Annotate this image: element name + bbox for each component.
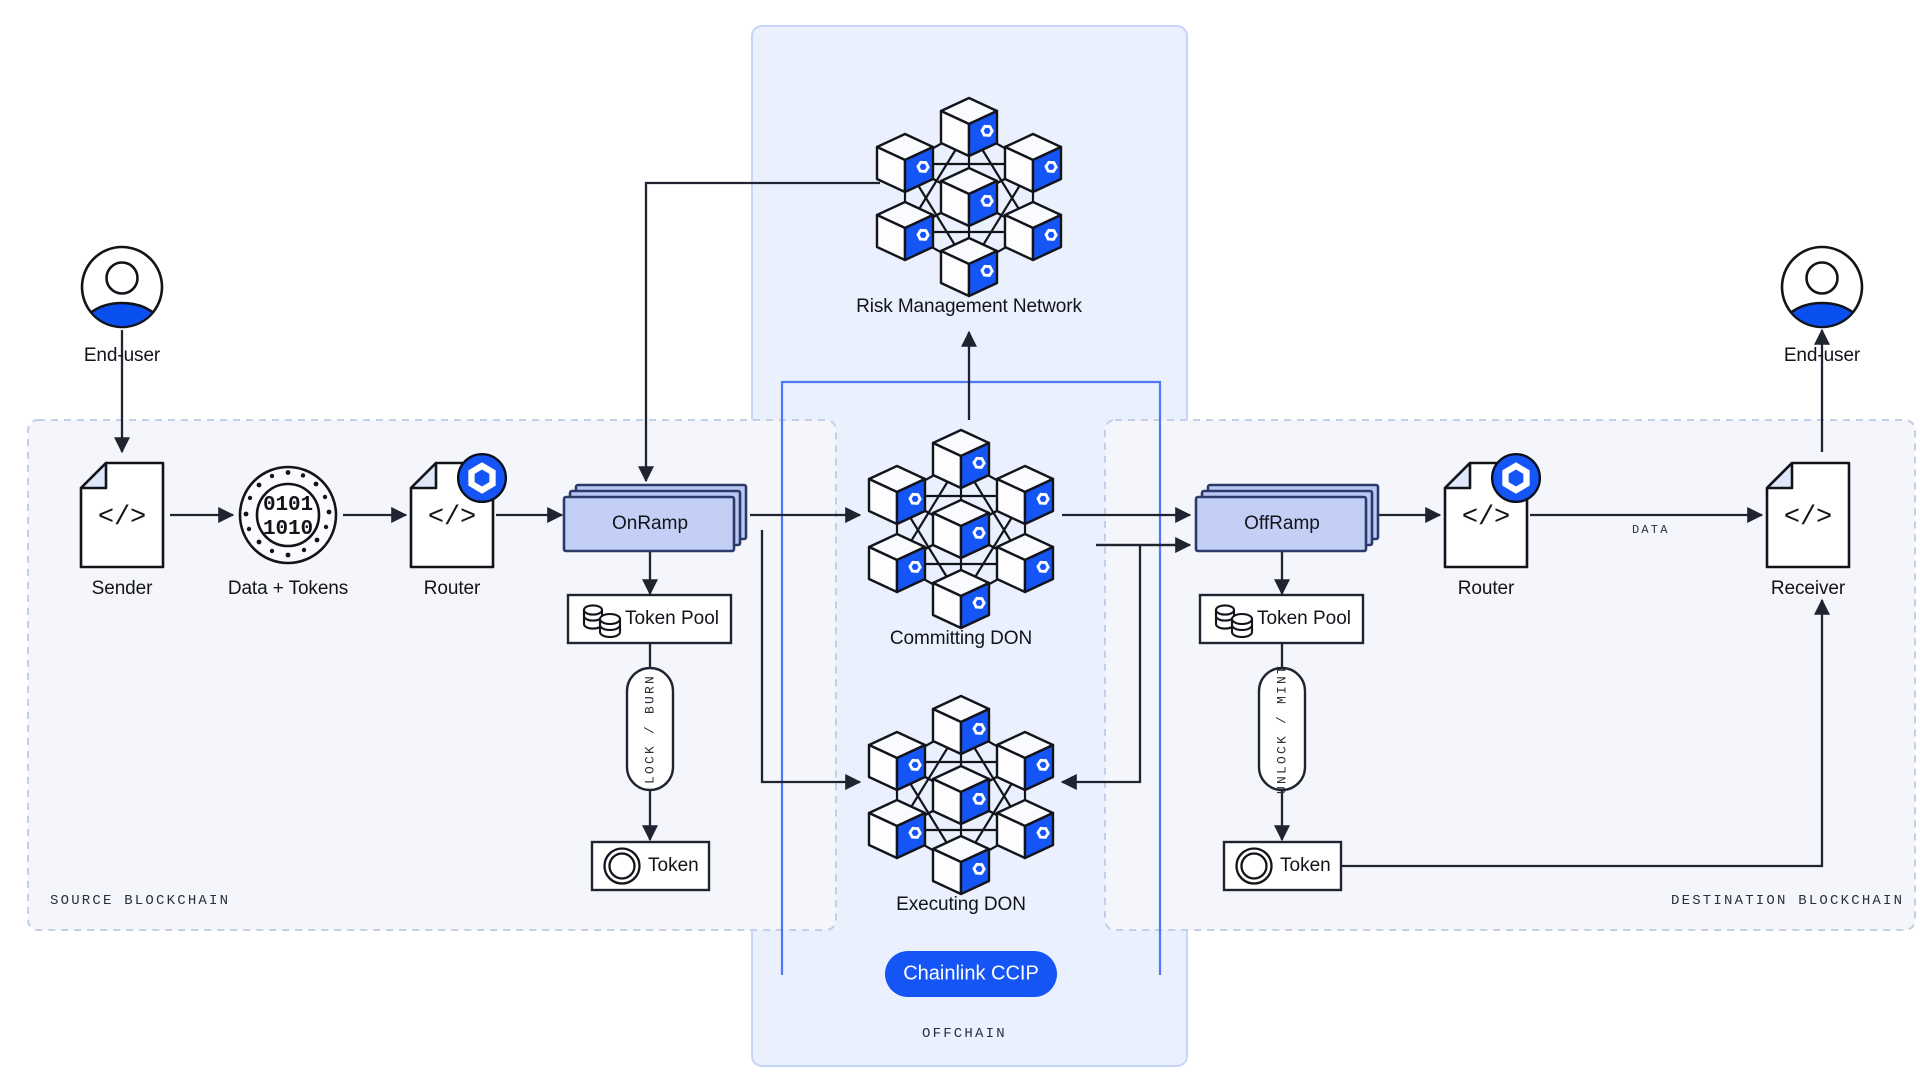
- destination-router-chainlink-badge-icon: [1490, 452, 1542, 504]
- destination-token-ring-icon: [1235, 847, 1273, 885]
- receiver-code-glyph: </>: [1783, 503, 1833, 533]
- edge-rmn-onramp: [637, 181, 880, 483]
- offramp-label[interactable]: OffRamp: [1244, 513, 1320, 534]
- source-token-pool-label: Token Pool: [625, 608, 720, 629]
- destination-router-code-glyph: </>: [1461, 503, 1511, 533]
- onramp-label[interactable]: OnRamp: [611, 513, 689, 534]
- chainlink-ccip-label[interactable]: Chainlink CCIP: [903, 962, 1039, 985]
- data-tokens-binary-line-2: 1010: [262, 518, 314, 541]
- offchain-panel-label: OFFCHAIN: [922, 1026, 1007, 1042]
- source-router-label: Router: [423, 578, 481, 599]
- unlock-mint-label: UNLOCK / MINT: [1274, 663, 1290, 795]
- source-token-ring-icon: [603, 847, 641, 885]
- destination-token-pool-label: Token Pool: [1257, 608, 1352, 629]
- sender-label: Sender: [91, 578, 153, 599]
- executing-don-label: Executing DON: [896, 894, 1026, 915]
- source-end-user-avatar: [82, 247, 162, 329]
- lock-burn-pill: [625, 666, 675, 792]
- sender-code-glyph: </>: [97, 503, 147, 533]
- unlock-mint-pill: [1257, 666, 1307, 792]
- data-tokens-binary-line-1: 0101: [262, 494, 314, 517]
- source-router-code-glyph: </>: [427, 503, 477, 533]
- destination-end-user-avatar: [1782, 247, 1862, 329]
- onramp-node: [562, 483, 748, 553]
- source-router-chainlink-badge-icon: [456, 452, 508, 504]
- edge-onramp-executing: [760, 530, 862, 791]
- risk-management-network-label: Risk Management Network: [856, 296, 1082, 317]
- data-tokens-label: Data + Tokens: [227, 578, 349, 599]
- edge-token-receiver: [1342, 598, 1831, 868]
- chainlink-ccip-pill: [885, 951, 1057, 997]
- source-end-user-label: End-user: [83, 345, 161, 366]
- destination-token-label: Token: [1280, 855, 1331, 876]
- offramp-node: [1194, 483, 1380, 553]
- lock-burn-label: LOCK / BURN: [642, 673, 658, 785]
- destination-blockchain-panel-label: DESTINATION BLOCKCHAIN: [1671, 893, 1905, 909]
- destination-end-user-label: End-user: [1783, 345, 1861, 366]
- source-token-label: Token: [648, 855, 699, 876]
- source-blockchain-panel-label: SOURCE BLOCKCHAIN: [50, 893, 231, 909]
- destination-router-label: Router: [1457, 578, 1515, 599]
- committing-don-label: Committing DON: [889, 628, 1033, 649]
- ccip-bracket: [780, 380, 1162, 975]
- receiver-label: Receiver: [1770, 578, 1846, 599]
- data-edge-label: DATA: [1632, 523, 1670, 537]
- edge-offramp-down-executing: [1060, 545, 1142, 791]
